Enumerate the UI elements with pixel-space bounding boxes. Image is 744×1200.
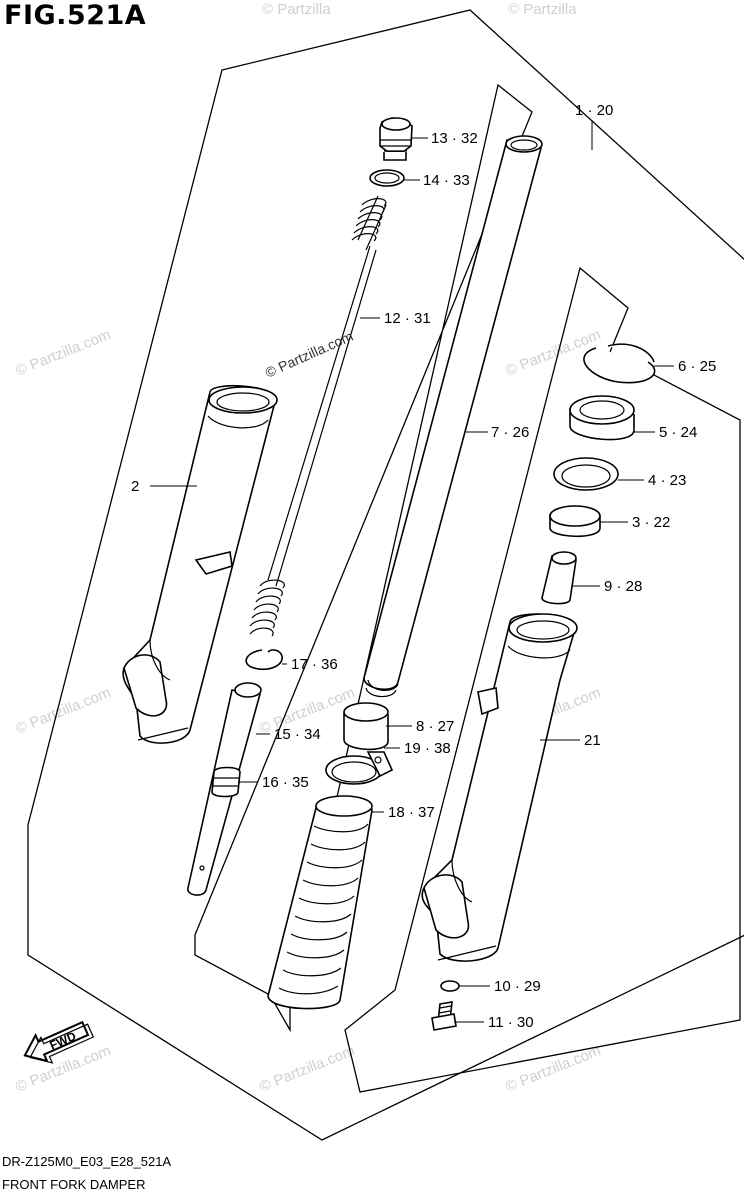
fork-assembly-frame xyxy=(27,9,744,1141)
diagram-code: DR-Z125M0_E03_E28_521A xyxy=(2,1154,172,1169)
callout-17-36: 17 · 36 xyxy=(291,656,338,673)
outer-fork-tube-right xyxy=(421,613,578,962)
fork-spring-lower xyxy=(249,579,285,637)
circlip xyxy=(245,649,283,671)
inner-fork-tube xyxy=(363,135,543,698)
diagram-caption: FRONT FORK DAMPER xyxy=(2,1177,146,1192)
callout-4-23: 4 · 23 xyxy=(648,472,686,489)
callout-labels: 1 · 20 13 · 32 14 · 33 12 · 31 6 · 25 5 … xyxy=(131,102,716,1031)
callout-16-35: 16 · 35 xyxy=(262,774,309,791)
callout-2: 2 xyxy=(131,478,139,495)
callout-1-20: 1 · 20 xyxy=(575,102,613,119)
callout-3-22: 3 · 22 xyxy=(632,514,670,531)
callout-14-33: 14 · 33 xyxy=(423,172,470,189)
inner-assembly-frame xyxy=(194,83,533,1033)
callout-9-28: 9 · 28 xyxy=(604,578,642,595)
callout-6-25: 6 · 25 xyxy=(678,358,716,375)
callout-18-37: 18 · 37 xyxy=(388,804,435,821)
o-ring-inner xyxy=(374,172,400,184)
oil-lock-piece xyxy=(541,551,577,605)
fork-spring-upper xyxy=(351,195,387,251)
fork-spacer xyxy=(343,702,389,751)
gasket xyxy=(440,980,460,992)
watermark-text: © Partzilla.com xyxy=(13,326,113,380)
fwd-label: FWD xyxy=(47,1029,78,1053)
callout-15-34: 15 · 34 xyxy=(274,726,321,743)
watermark-text: © Partzilla.com xyxy=(257,1042,357,1096)
snap-ring xyxy=(583,343,656,384)
callout-10-29: 10 · 29 xyxy=(494,978,541,995)
leader-lines xyxy=(150,120,674,1023)
spring-shaft xyxy=(267,245,377,587)
callout-11-30: 11 · 30 xyxy=(488,1014,534,1031)
callout-8-27: 8 · 27 xyxy=(416,718,454,735)
callout-13-32: 13 · 32 xyxy=(431,130,478,147)
watermark-text: © Partzilla.com xyxy=(13,684,113,738)
seal-retainer xyxy=(553,457,619,491)
damper-assembly-frame xyxy=(344,266,741,1093)
band-clamp xyxy=(325,751,394,785)
fork-cap-bolt xyxy=(379,117,413,161)
callout-5-24: 5 · 24 xyxy=(659,424,697,441)
watermark-corner: © Partzilla xyxy=(508,1,577,18)
fork-boot xyxy=(267,795,373,1010)
damper-bolt xyxy=(431,1001,457,1031)
watermark-text: © Partzilla.com xyxy=(503,1042,603,1096)
callout-19-38: 19 · 38 xyxy=(404,740,451,757)
figure-title: FIG.521A xyxy=(4,0,147,31)
callout-12-31: 12 · 31 xyxy=(384,310,431,327)
oil-seal xyxy=(569,395,635,441)
watermark-corner: © Partzilla xyxy=(262,1,331,18)
callout-7-26: 7 · 26 xyxy=(491,424,529,441)
outer-fork-tube xyxy=(122,384,278,744)
watermark-center: © Partzilla.com xyxy=(263,328,356,381)
fork-bushing xyxy=(549,505,601,538)
callout-21: 21 xyxy=(584,732,601,749)
damper-rod xyxy=(187,682,262,896)
